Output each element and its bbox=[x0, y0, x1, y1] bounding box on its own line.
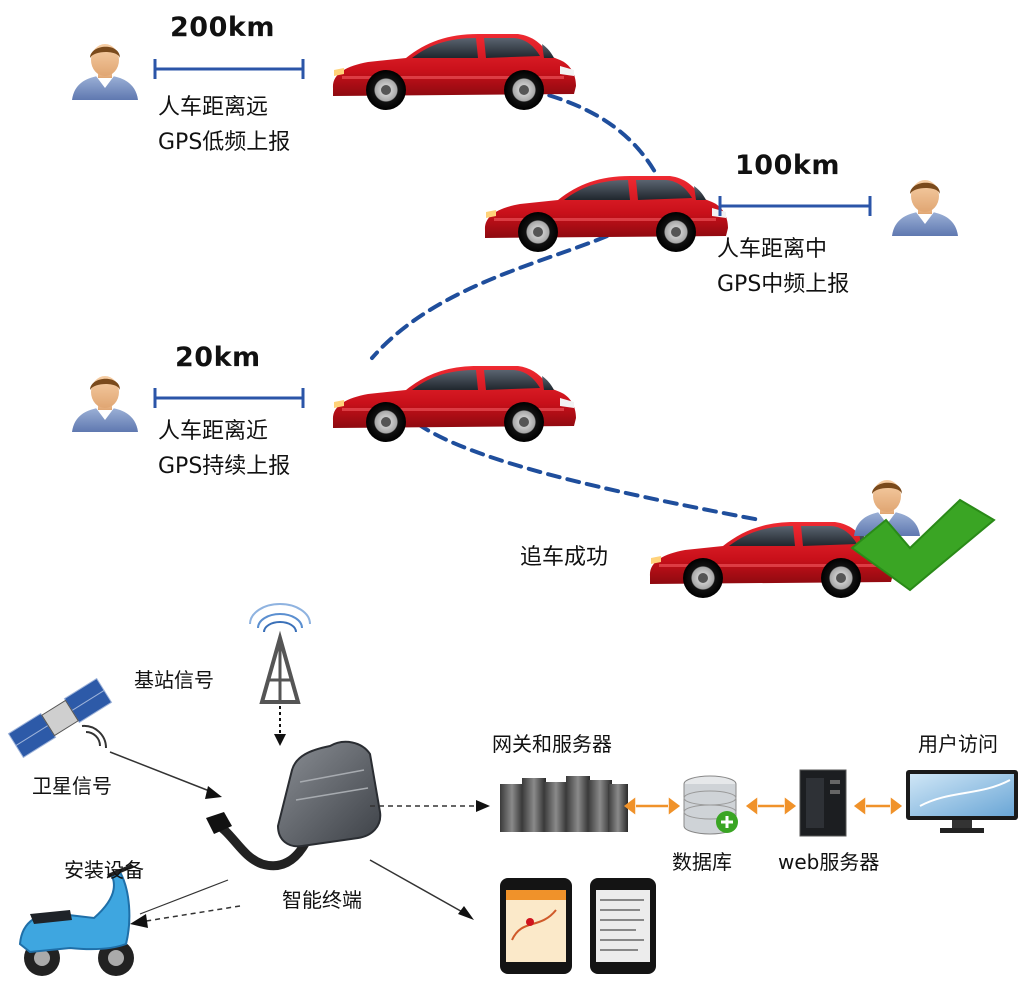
distance-label-far: 200km bbox=[170, 12, 275, 43]
base-station-tower-icon bbox=[249, 603, 311, 704]
car-mid bbox=[484, 176, 728, 252]
installed-device-label: 安装设备 bbox=[64, 858, 144, 882]
range-bar-far bbox=[153, 59, 305, 79]
success-label: 追车成功 bbox=[520, 545, 609, 570]
arrow-satellite-to-terminal bbox=[109, 751, 213, 793]
smart-terminal-device bbox=[206, 740, 382, 871]
monitor-icon bbox=[906, 770, 1018, 833]
database-label: 数据库 bbox=[672, 850, 732, 874]
distance-desc-mid-line2: GPS中频上报 bbox=[717, 272, 850, 297]
signal-waves-icon bbox=[81, 724, 108, 749]
distance-desc-far: 人车距离远 GPS低频上报 bbox=[158, 90, 290, 160]
gateway-label: 网关和服务器 bbox=[492, 732, 612, 756]
distance-label-near: 20km bbox=[175, 342, 261, 373]
base-station-label: 基站信号 bbox=[134, 668, 214, 692]
user-access-label: 用户访问 bbox=[918, 732, 998, 756]
path-segment-1 bbox=[528, 88, 657, 174]
web-server-label: web服务器 bbox=[778, 850, 880, 874]
path-segment-3 bbox=[416, 422, 762, 522]
arrow-gateway-database bbox=[623, 797, 681, 815]
arrow-webserver-user bbox=[853, 797, 903, 815]
smart-terminal-label: 智能终端 bbox=[282, 888, 362, 912]
web-server-icon bbox=[799, 769, 847, 837]
arrow-database-webserver bbox=[745, 797, 797, 815]
arrow-terminal-to-phones bbox=[369, 859, 467, 915]
distance-desc-near-line1: 人车距离近 bbox=[158, 419, 269, 444]
satellite-icon bbox=[7, 677, 113, 759]
distance-label-mid: 100km bbox=[735, 150, 840, 181]
distance-desc-mid: 人车距离中 GPS中频上报 bbox=[717, 232, 849, 302]
range-bar-near bbox=[153, 388, 305, 408]
car-near bbox=[332, 366, 576, 442]
gateway-server-rack-icon bbox=[500, 776, 628, 832]
range-bar-mid bbox=[718, 196, 872, 216]
person-icon-mid bbox=[892, 180, 958, 236]
path-segment-2 bbox=[370, 226, 627, 360]
scooter-icon bbox=[18, 864, 134, 976]
tracking-path bbox=[370, 88, 762, 522]
checkmark-icon bbox=[850, 498, 996, 592]
distance-desc-far-line2: GPS低频上报 bbox=[158, 130, 291, 155]
person-icon-near bbox=[72, 376, 138, 432]
distance-desc-near: 人车距离近 GPS持续上报 bbox=[158, 414, 290, 484]
satellite-label: 卫星信号 bbox=[32, 774, 112, 798]
smartphone-icon-2 bbox=[590, 878, 656, 974]
database-icon bbox=[683, 775, 738, 835]
distance-desc-near-line2: GPS持续上报 bbox=[158, 454, 291, 479]
arrow-terminal-to-scooter bbox=[139, 905, 241, 923]
car-far bbox=[332, 34, 576, 110]
person-icon-far bbox=[72, 44, 138, 100]
distance-desc-far-line1: 人车距离远 bbox=[158, 95, 269, 120]
smartphone-icon-1 bbox=[500, 878, 572, 974]
distance-desc-mid-line1: 人车距离中 bbox=[717, 237, 828, 262]
